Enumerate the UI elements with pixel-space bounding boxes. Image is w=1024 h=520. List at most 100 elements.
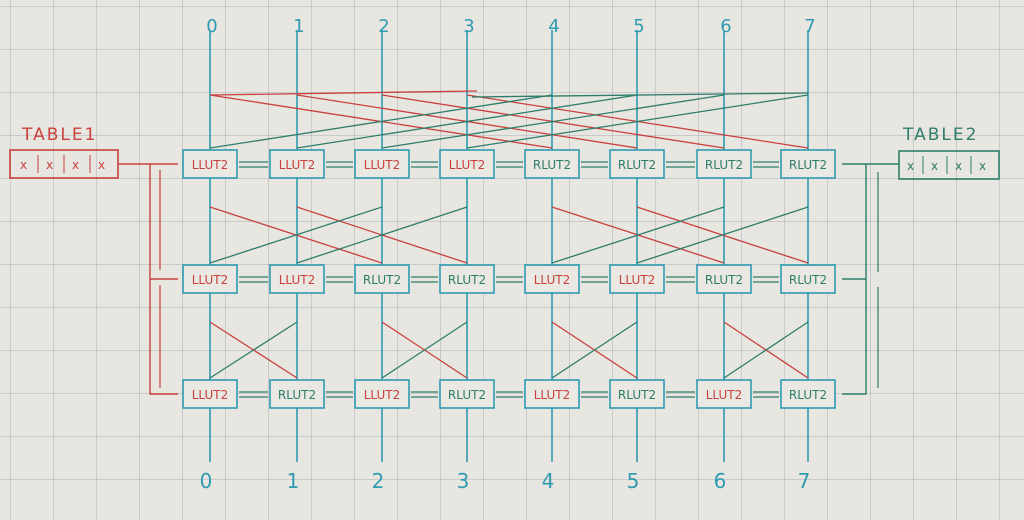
green-wire (551, 206, 725, 264)
lut-node-label: RLUT2 (448, 388, 486, 402)
lut-node: LLUT2 (439, 149, 495, 179)
lut-node: LLUT2 (354, 379, 410, 409)
green-wire (296, 206, 468, 264)
lut-node: LLUT2 (182, 149, 238, 179)
lut-node-label: RLUT2 (448, 273, 486, 287)
column-label-top: 5 (633, 16, 644, 37)
lut-node-label: RLUT2 (533, 158, 571, 172)
lut-node-label: LLUT2 (534, 388, 571, 402)
table-cell: x (955, 159, 962, 173)
lut-node: RLUT2 (780, 264, 836, 294)
column-label-top: 7 (804, 16, 815, 37)
column-label-bottom: 4 (542, 469, 555, 493)
green-wire (209, 94, 553, 149)
lut-node-label: LLUT2 (534, 273, 571, 287)
lut-node-box (609, 379, 665, 409)
lut-node-label: RLUT2 (705, 158, 743, 172)
lut-node: LLUT2 (269, 264, 325, 294)
table-cell: x (20, 158, 27, 172)
lut-node-box (439, 149, 495, 179)
column-label-bottom: 6 (714, 469, 727, 493)
green-wire (466, 94, 809, 149)
column-label-bottom: 5 (627, 469, 640, 493)
column-label-top: 0 (206, 16, 217, 37)
lut-node-label: RLUT2 (789, 273, 827, 287)
lut-node-label: LLUT2 (192, 273, 229, 287)
green-wires (209, 92, 809, 379)
chain-links (239, 161, 779, 398)
green-wire (723, 321, 809, 379)
green-wire (381, 321, 468, 379)
lut-node: RLUT2 (780, 379, 836, 409)
green-wire (209, 206, 383, 264)
lut-node-box (609, 264, 665, 294)
lut-node-label: RLUT2 (618, 388, 656, 402)
lut-node-box (780, 149, 836, 179)
lut-node: RLUT2 (609, 149, 665, 179)
column-label-top: 1 (293, 16, 304, 37)
table2-feed (842, 163, 899, 395)
lut-node: LLUT2 (182, 379, 238, 409)
lut-node-label: RLUT2 (789, 158, 827, 172)
table2-box (898, 150, 1000, 180)
lut-node-box (269, 379, 325, 409)
column-label-top: 3 (463, 16, 474, 37)
lut-node-label: LLUT2 (364, 388, 401, 402)
green-wire (296, 94, 638, 149)
lut-node-box (439, 264, 495, 294)
lut-node-label: RLUT2 (618, 158, 656, 172)
lut-node-box (524, 379, 580, 409)
table1-title: TABLE1 (21, 125, 97, 145)
lut-node-label: RLUT2 (705, 273, 743, 287)
table2-title: TABLE2 (902, 125, 978, 145)
lut-node-box (524, 149, 580, 179)
lut-node: LLUT2 (182, 264, 238, 294)
column-label-top: 2 (378, 16, 389, 37)
lut-node-label: RLUT2 (789, 388, 827, 402)
table-cell: x (931, 159, 938, 173)
lut-node-box (354, 379, 410, 409)
green-wire (636, 206, 809, 264)
lut-node-label: LLUT2 (192, 388, 229, 402)
lut-node: RLUT2 (696, 264, 752, 294)
lut-node: RLUT2 (439, 379, 495, 409)
lut-node: LLUT2 (609, 264, 665, 294)
lut-node: LLUT2 (696, 379, 752, 409)
lut-node-box (780, 379, 836, 409)
lut-node-box (696, 264, 752, 294)
green-wire (209, 321, 298, 379)
lut-node-box (780, 264, 836, 294)
red-wire (209, 90, 478, 96)
column-label-bottom: 1 (287, 469, 300, 493)
column-label-top: 4 (548, 16, 559, 37)
lut-node: RLUT2 (524, 149, 580, 179)
column-label-bottom: 7 (798, 469, 811, 493)
lut-node-box (696, 149, 752, 179)
lut-node-box (439, 379, 495, 409)
lut-node-label: RLUT2 (363, 273, 401, 287)
lut-node-label: LLUT2 (706, 388, 743, 402)
green-wire (471, 92, 809, 98)
lut-node-label: RLUT2 (278, 388, 316, 402)
column-label-top: 6 (720, 16, 731, 37)
lut-node: RLUT2 (354, 264, 410, 294)
column-labels-top: 0 1 2 3 4 5 6 7 (206, 16, 815, 37)
lut-node-box (609, 149, 665, 179)
lut-node-box (269, 149, 325, 179)
column-label-bottom: 0 (200, 469, 213, 493)
lut-node: RLUT2 (439, 264, 495, 294)
lut-node-label: LLUT2 (364, 158, 401, 172)
lut-node: LLUT2 (524, 379, 580, 409)
lut-node: LLUT2 (524, 264, 580, 294)
table-cell: x (98, 158, 105, 172)
lut-node-label: LLUT2 (279, 158, 316, 172)
column-lines (209, 30, 809, 462)
lut-node: RLUT2 (269, 379, 325, 409)
lut-node-label: LLUT2 (279, 273, 316, 287)
lut-node-box (354, 149, 410, 179)
